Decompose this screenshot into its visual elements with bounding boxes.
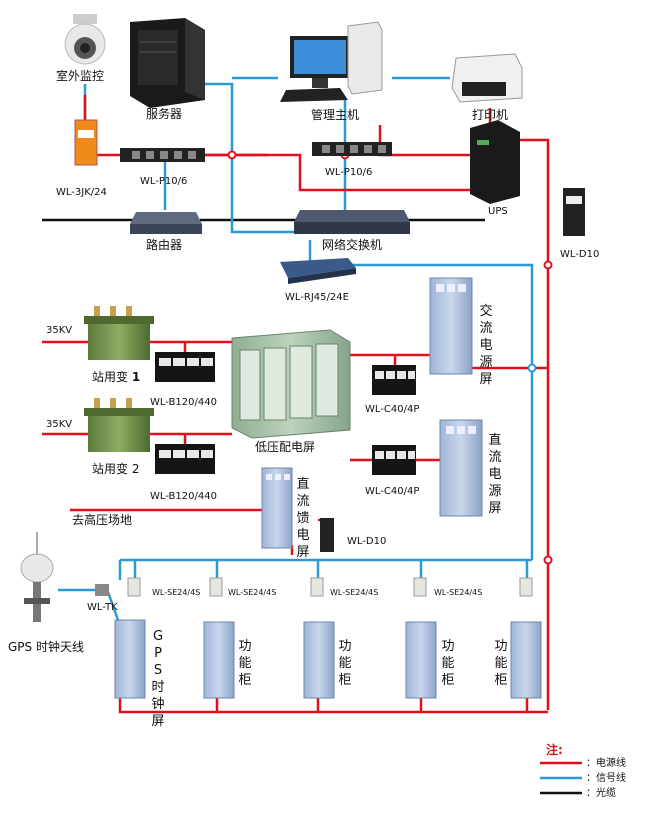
func-cab-3-label: 功能柜: [441, 639, 455, 688]
gps-antenna-label: GPS 时钟天线: [8, 640, 84, 654]
ac-panel-label: 交流电源屏: [479, 304, 493, 387]
surge-3jk-label: WL-3JK/24: [56, 187, 107, 198]
legend-lines: [540, 761, 582, 795]
se24-4-label: WL-SE24/4S: [434, 588, 483, 597]
printer-device: [451, 53, 523, 103]
wl-tk-label: WL-TK: [87, 602, 118, 613]
d10-mid-device: [320, 518, 334, 552]
legend-title: 注:: [546, 743, 563, 757]
switch-device: [294, 210, 410, 234]
c40-1-label: WL-C40/4P: [365, 404, 420, 415]
func-cab-1-label: 功能柜: [238, 639, 252, 688]
func-cab-2-label: 功能柜: [338, 639, 352, 688]
d10-top-label: WL-D10: [560, 249, 600, 260]
switch-label: 网络交换机: [322, 238, 383, 252]
b120-2-label: WL-B120/440: [150, 491, 217, 502]
legend-signal: ：信号线: [586, 773, 626, 784]
transformer-1: [84, 306, 154, 360]
se24-devices: [127, 577, 533, 597]
b120-1-label: WL-B120/440: [150, 397, 217, 408]
pdu-left-label: WL-P10/6: [140, 176, 188, 187]
legend-power: ：电源线: [586, 758, 626, 769]
server-device: [130, 18, 205, 108]
c40-device-1: [372, 365, 416, 395]
pdu-left-device: [120, 148, 205, 162]
transformer-2-label: 站用变 2: [92, 462, 140, 476]
se24-2-label: WL-SE24/4S: [228, 588, 277, 597]
gps-cabinet-text: GPS时钟屏: [151, 629, 165, 729]
bottom-cabinets: [114, 619, 542, 699]
camera-device: [64, 14, 106, 65]
printer-label: 打印机: [472, 108, 509, 122]
camera-label: 室外监控: [56, 69, 105, 83]
admin-host-label: 管理主机: [311, 108, 360, 122]
gps-antenna-device: [20, 532, 54, 622]
c40-device-2: [372, 445, 416, 475]
pdu-right-label: WL-P10/6: [325, 167, 373, 178]
d10-mid-label: WL-D10: [347, 536, 387, 547]
func-cab-4-label: 功能柜: [494, 639, 508, 688]
lv-panel-label: 低压配电屏: [255, 440, 316, 454]
d10-top-device: [563, 188, 585, 236]
dc-panel-label: 直流电源屏: [488, 433, 502, 516]
wl-tk-device: [95, 584, 109, 596]
transformer-1-number: 1: [131, 370, 141, 384]
surge-3jk-device: [74, 119, 98, 166]
admin-host-device: [280, 21, 383, 102]
server-label: 服务器: [146, 107, 183, 121]
pdu-right-device: [312, 142, 392, 156]
ups-device: [470, 120, 520, 204]
dc-feed-device: [261, 467, 293, 549]
se24-3-label: WL-SE24/4S: [330, 588, 379, 597]
ac-panel-device: [429, 277, 473, 375]
b120-device-2: [155, 444, 215, 474]
rj45-label: WL-RJ45/24E: [285, 292, 349, 303]
high-voltage-label: 去高压场地: [72, 513, 133, 527]
lv-panel-device: [231, 329, 351, 439]
b120-device-1: [155, 352, 215, 382]
c40-2-label: WL-C40/4P: [365, 486, 420, 497]
router-label: 路由器: [146, 238, 183, 252]
router-device: [130, 212, 202, 234]
dc-panel-device: [439, 419, 483, 517]
transformer-2: [84, 398, 154, 452]
v35-1-label: 35KV: [46, 325, 73, 336]
dc-feed-label: 直流馈电屏: [296, 477, 310, 560]
se24-1-label: WL-SE24/4S: [152, 588, 201, 597]
v35-2-label: 35KV: [46, 419, 73, 430]
ups-label: UPS: [488, 206, 508, 217]
gps-cabinet-label: GPS时钟屏: [146, 628, 170, 730]
transformer-1-label: 站用变 1: [92, 370, 141, 384]
rj45-device: [280, 258, 356, 284]
legend-fiber: ：光缆: [586, 788, 616, 799]
